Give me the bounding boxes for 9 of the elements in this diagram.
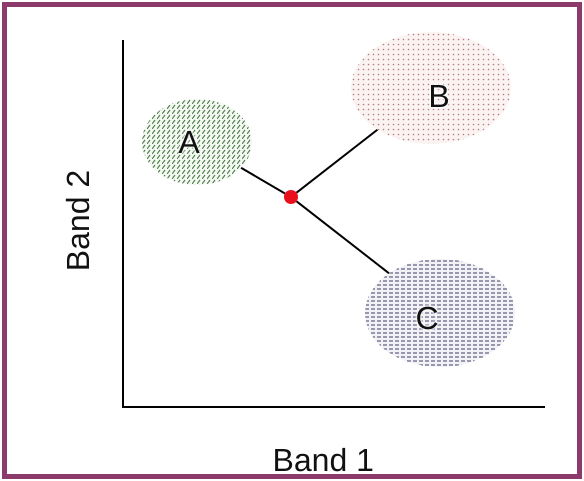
cluster-ellipse: [365, 259, 515, 367]
connector-line: [296, 200, 390, 274]
axis-label: Band 1: [272, 442, 374, 478]
connector-line: [240, 166, 286, 194]
cluster-label: B: [428, 78, 450, 114]
connector-line: [296, 128, 378, 194]
cluster-ellipse: [351, 32, 511, 144]
cluster-ellipse: [142, 99, 252, 185]
axis-label: Band 2: [60, 169, 97, 271]
